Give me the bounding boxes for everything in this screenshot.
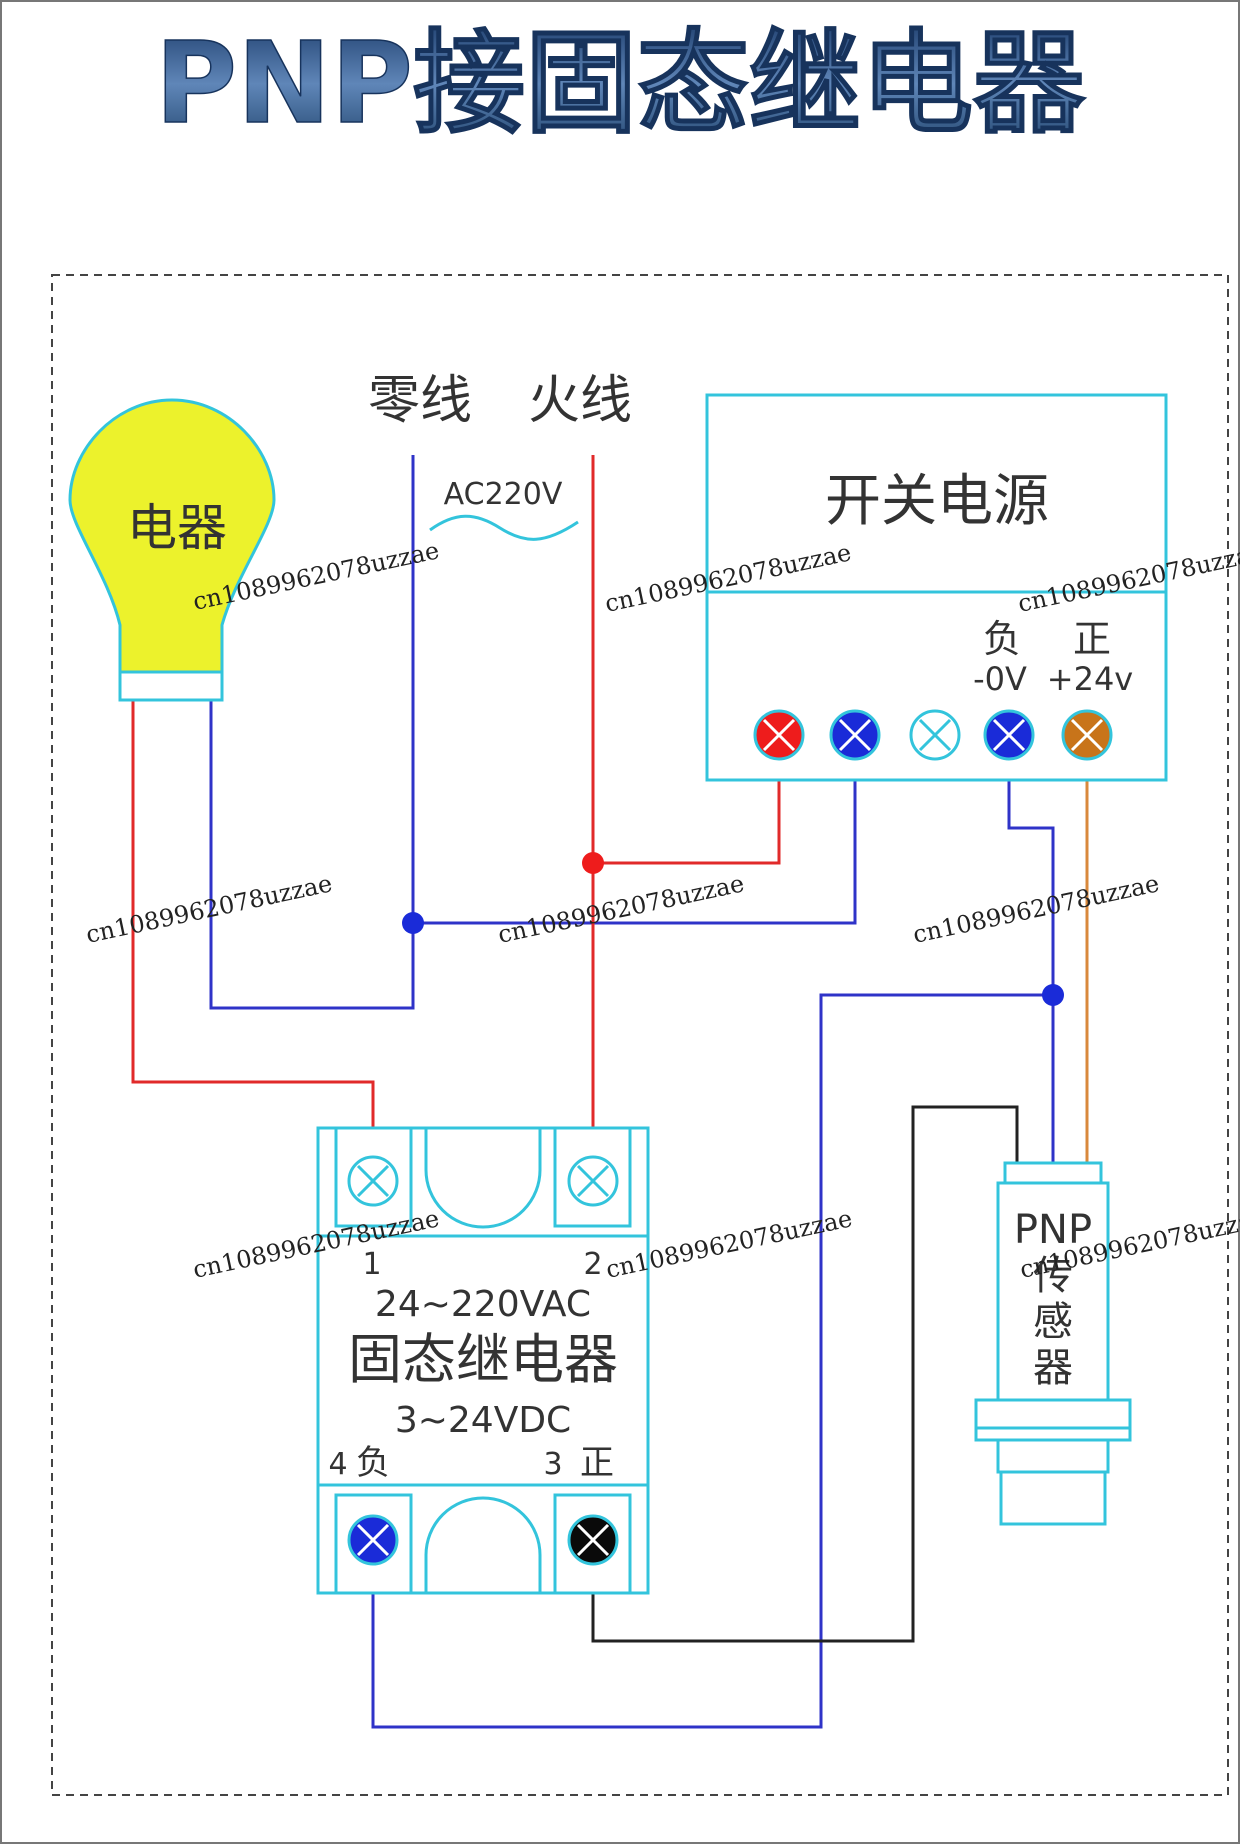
neutral-wire-label: 零线 [368, 371, 472, 431]
psu-negative-label: 负 [983, 617, 1021, 661]
terminal-screw-icon [347, 1514, 399, 1566]
relay-terminal-3-label: 正 [580, 1443, 614, 1483]
terminal-screw-icon [909, 709, 961, 761]
watermark: cn1089962078uzzae [495, 869, 746, 949]
sensor-label-line2: 传 [1033, 1253, 1073, 1299]
sensor-type: PNP [1014, 1207, 1092, 1253]
psu-negative-voltage: -0V [973, 660, 1027, 698]
watermark: cn1089962078uzzae [83, 869, 334, 949]
terminal-screw-icon [753, 709, 805, 761]
ac-wave-icon [429, 514, 579, 541]
relay-terminal-4: 4 [328, 1447, 347, 1482]
appliance-label: 电器 [127, 499, 227, 557]
wire-neutral-to-bulb [209, 455, 415, 1010]
wire-sensor-signal-to-relay-3 [591, 1105, 1019, 1643]
terminal-screw-icon [347, 1155, 399, 1207]
junction-neutral [402, 912, 424, 934]
sensor-label-line4: 器 [1033, 1345, 1073, 1391]
relay-terminal-4-label: 负 [356, 1443, 390, 1483]
diagram-frame [51, 274, 1229, 1796]
psu-positive-voltage: +24v [1047, 660, 1133, 698]
wire-psu-negative-to-sensor [1007, 735, 1055, 1163]
wire-bulb-to-relay-1 [131, 700, 375, 1152]
relay-terminal-3: 3 [543, 1447, 562, 1482]
junction-live [582, 852, 604, 874]
terminal-screw-icon [983, 709, 1035, 761]
terminal-screw-icon [567, 1514, 619, 1566]
bulb-icon [68, 398, 276, 702]
ac-voltage-label: AC220V [444, 477, 563, 512]
relay-name: 固态继电器 [348, 1328, 618, 1391]
sensor-label-line3: 感 [1033, 1299, 1073, 1345]
power-supply-label: 开关电源 [825, 469, 1049, 534]
terminal-screw-icon [1061, 709, 1113, 761]
wire-neutral-to-psu [413, 735, 857, 925]
pnp-sensor [974, 1161, 1132, 1526]
live-wire-label: 火线 [528, 371, 632, 431]
page-title: PNP接固态继电器 [155, 19, 1086, 149]
junction-negative [1042, 984, 1064, 1006]
relay-ac-range: 24~220VAC [375, 1284, 591, 1325]
wire-negative-to-relay-4 [371, 993, 1053, 1729]
terminal-screw-icon [567, 1155, 619, 1207]
psu-positive-label: 正 [1073, 617, 1111, 661]
relay-terminal-2: 2 [583, 1247, 602, 1282]
wires [131, 455, 1089, 1729]
watermark: cn1089962078uzzae [910, 869, 1161, 949]
relay-dc-range: 3~24VDC [395, 1400, 571, 1441]
relay-terminal-1: 1 [362, 1247, 381, 1282]
terminal-screw-icon [829, 709, 881, 761]
